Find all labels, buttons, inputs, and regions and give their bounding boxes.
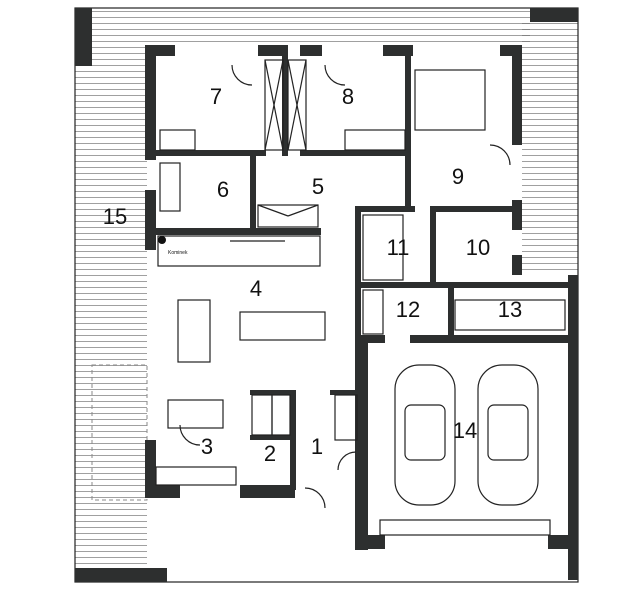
- room-12-label: 12: [396, 297, 420, 322]
- room-6-label: 6: [217, 177, 229, 202]
- room-14-label: 14: [453, 418, 477, 443]
- room-2-label: 2: [264, 441, 276, 466]
- fireplace-label: Kominek: [168, 250, 188, 256]
- room-1-label: 1: [311, 434, 323, 459]
- room-5-label: 5: [312, 174, 324, 199]
- terrace: [74, 7, 579, 583]
- room-3-label: 3: [201, 434, 213, 459]
- walls: [75, 8, 578, 582]
- room-4-label: 4: [250, 276, 262, 301]
- room-13-label: 13: [498, 297, 522, 322]
- room-10-label: 10: [466, 235, 490, 260]
- room-15-label: 15: [103, 204, 127, 229]
- room-labels: 1 2 3 4 5 6 7 8 9 10 11 12 13 14 15: [103, 84, 522, 466]
- fixtures: [155, 59, 566, 536]
- room-11-label: 11: [387, 235, 410, 260]
- fireplace-icon: [158, 236, 166, 244]
- room-7-label: 7: [210, 84, 222, 109]
- car-icon: [394, 364, 456, 506]
- room-9-label: 9: [452, 164, 464, 189]
- room-8-label: 8: [342, 84, 354, 109]
- car-icon: [477, 364, 539, 506]
